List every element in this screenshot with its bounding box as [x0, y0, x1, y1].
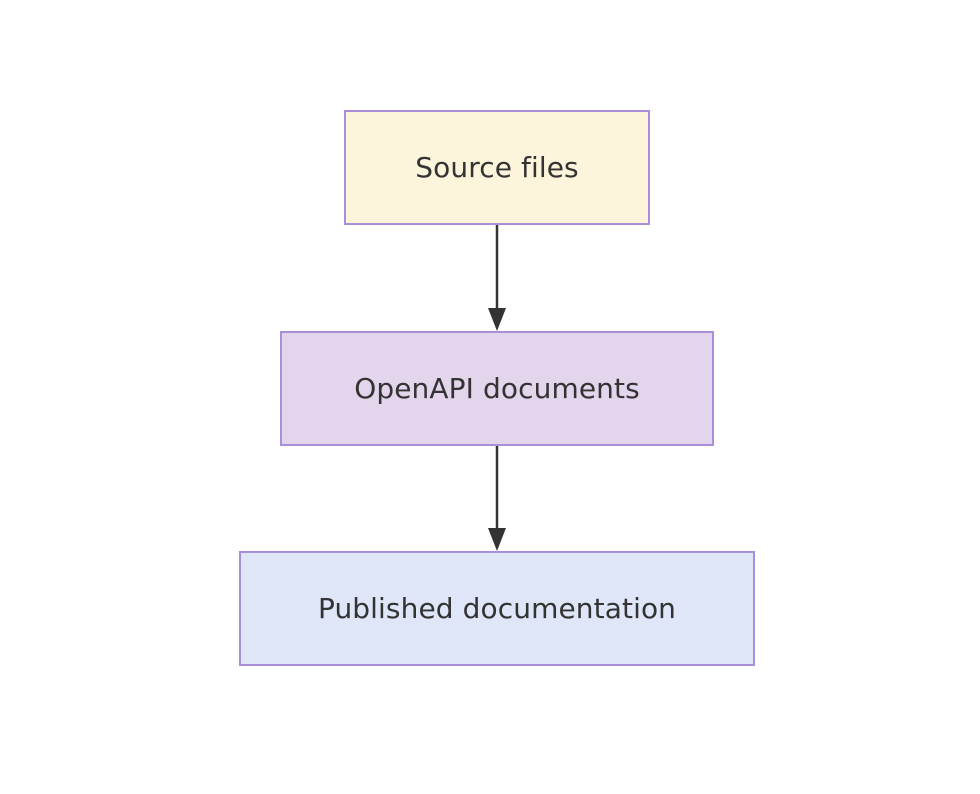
node-label: OpenAPI documents — [354, 371, 640, 405]
arrowhead-icon — [488, 308, 506, 331]
node-openapi-documents[interactable]: OpenAPI documents — [280, 331, 714, 446]
node-source-files[interactable]: Source files — [344, 110, 650, 225]
arrowhead-icon — [488, 528, 506, 551]
node-label: Published documentation — [317, 591, 677, 625]
node-label: Source files — [415, 150, 579, 184]
node-published-documentation[interactable]: Published documentation — [239, 551, 755, 666]
